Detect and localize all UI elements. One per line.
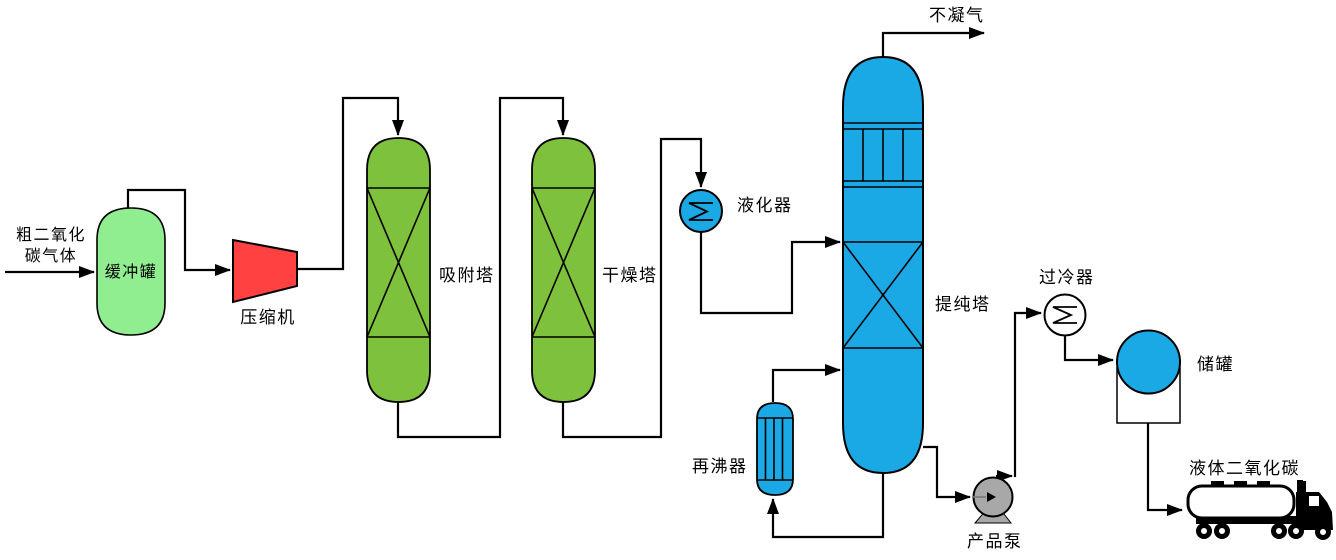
pipe-pump-to-subcooler: [1013, 307, 1042, 477]
liquid-co2-label: 液体二氧化碳: [1189, 459, 1300, 478]
purification-tower-label: 提纯塔: [935, 295, 991, 314]
truck-cab-window: [1309, 496, 1319, 506]
pipe-drying-tower-to-liquefier: [561, 137, 707, 439]
drying-tower-packing-x: [531, 187, 596, 338]
truck-chassis: [1196, 516, 1302, 524]
pipe-liquefier-to-purification-tower: [699, 232, 841, 315]
purification-tower-tray-dividers: [862, 129, 904, 181]
pipe-storage-tank-to-truck: [1146, 392, 1183, 516]
buffer-tank-label: 缓冲罐: [105, 263, 158, 281]
buffer-tank-vessel: [96, 207, 166, 336]
truck-tank-barrel: [1186, 484, 1296, 520]
pipe-tower-bottoms-to-reboiler: [767, 473, 885, 539]
subcooler-coil-icon: [1052, 306, 1077, 324]
adsorption-tower: 吸附塔: [366, 137, 495, 403]
adsorption-tower-vessel: [366, 137, 431, 403]
drying-tower-vessel: [531, 137, 596, 403]
storage-tank-body: [1116, 329, 1181, 395]
compressor-body: [232, 238, 298, 304]
storage-tank: 储罐: [1116, 329, 1234, 424]
purification-tower: 提纯塔: [842, 55, 991, 475]
pipe-buffer-tank-to-compressor: [126, 188, 231, 276]
adsorption-tower-label: 吸附塔: [439, 266, 495, 285]
storage-tank-label: 储罐: [1197, 355, 1234, 374]
feed-label-line1: 粗二氧化: [16, 226, 86, 244]
pipe-subcooler-to-storage-tank: [1063, 334, 1114, 366]
truck-wheels: [1196, 523, 1331, 540]
reboiler: 再沸器: [692, 402, 794, 496]
subcooler: 过冷器: [1039, 268, 1095, 337]
liquefier: 液化器: [679, 189, 793, 233]
liquefier-coil-icon: [688, 202, 713, 221]
tanker-truck: 液体二氧化碳: [1186, 459, 1333, 540]
noncondensable-gas-label: 不凝气: [929, 6, 985, 25]
buffer-tank: 缓冲罐: [96, 207, 166, 336]
product-pump: 产品泵: [967, 476, 1023, 551]
pipes: [5, 27, 1183, 539]
feed-label-line2: 碳气体: [25, 247, 78, 265]
liquefier-label: 液化器: [737, 196, 793, 215]
adsorption-tower-packing-x: [366, 187, 431, 338]
pipe-adsorption-tower-to-drying-tower: [396, 96, 569, 439]
subcooler-body: [1043, 293, 1087, 337]
pipe-compressor-to-adsorption-tower: [297, 96, 404, 271]
reboiler-tube-bundle: [757, 417, 793, 481]
purification-tower-packing-x: [842, 241, 924, 349]
product-pump-label: 产品泵: [967, 532, 1023, 551]
pipe-noncondensable-gas-outlet: [881, 27, 985, 57]
subcooler-label: 过冷器: [1039, 268, 1095, 287]
reboiler-label: 再沸器: [692, 457, 748, 476]
compressor: 压缩机: [232, 238, 298, 327]
product-pump-inlet-arrow: [987, 492, 996, 502]
liquefier-body: [679, 189, 723, 233]
reboiler-vessel: [756, 402, 794, 496]
compressor-label: 压缩机: [240, 308, 296, 327]
purification-tower-vessel: [842, 55, 924, 475]
drying-tower: 干燥塔: [531, 137, 658, 403]
pipe-reboiler-return-to-tower: [771, 364, 841, 402]
drying-tower-label: 干燥塔: [602, 266, 658, 285]
pipe-tower-to-product-pump: [923, 445, 971, 503]
